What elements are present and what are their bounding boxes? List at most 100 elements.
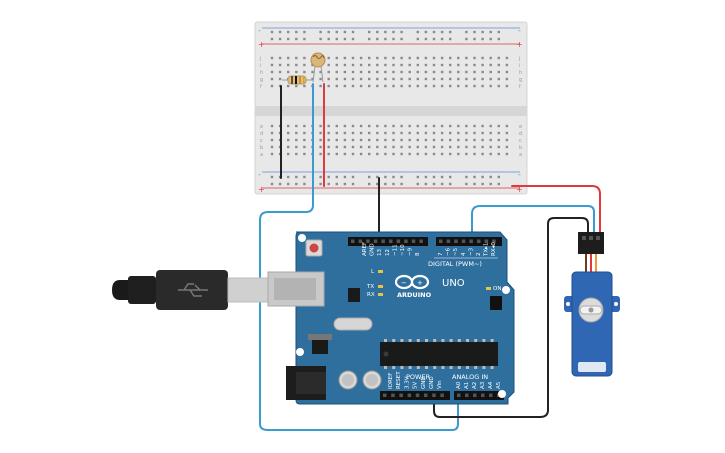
breadboard-hole[interactable] xyxy=(497,124,500,128)
breadboard-hole[interactable] xyxy=(392,56,395,60)
rail-hole[interactable] xyxy=(351,37,355,41)
breadboard-hole[interactable] xyxy=(408,77,411,81)
breadboard-hole[interactable] xyxy=(432,56,436,60)
breadboard-hole[interactable] xyxy=(368,138,371,142)
header-pin[interactable] xyxy=(381,239,385,244)
header-pin[interactable] xyxy=(404,239,408,244)
breadboard-hole[interactable] xyxy=(376,84,379,88)
breadboard-hole[interactable] xyxy=(400,152,403,156)
breadboard-hole[interactable] xyxy=(303,138,306,142)
breadboard-hole[interactable] xyxy=(343,138,347,142)
rail-hole[interactable] xyxy=(497,175,500,179)
breadboard-hole[interactable] xyxy=(457,131,460,135)
breadboard-hole[interactable] xyxy=(449,63,452,67)
breadboard-hole[interactable] xyxy=(327,131,330,135)
breadboard-hole[interactable] xyxy=(303,152,306,156)
header-pin[interactable] xyxy=(424,393,428,398)
breadboard-hole[interactable] xyxy=(432,63,436,67)
breadboard-hole[interactable] xyxy=(449,70,452,74)
rail-hole[interactable] xyxy=(392,182,395,186)
breadboard-hole[interactable] xyxy=(432,77,436,81)
breadboard-hole[interactable] xyxy=(343,152,347,156)
breadboard-hole[interactable] xyxy=(303,131,306,135)
servo-motor[interactable] xyxy=(564,232,620,377)
rail-hole[interactable] xyxy=(303,182,306,186)
breadboard-hole[interactable] xyxy=(287,145,290,149)
breadboard-hole[interactable] xyxy=(327,152,330,156)
breadboard-hole[interactable] xyxy=(481,77,484,81)
rail-hole[interactable] xyxy=(473,37,476,41)
breadboard-hole[interactable] xyxy=(400,138,403,142)
header-pin[interactable] xyxy=(396,239,401,244)
breadboard-hole[interactable] xyxy=(505,63,509,67)
breadboard-hole[interactable] xyxy=(473,131,476,135)
breadboard-hole[interactable] xyxy=(497,84,500,88)
header-pin[interactable] xyxy=(454,239,458,244)
breadboard-hole[interactable] xyxy=(505,152,509,156)
breadboard-hole[interactable] xyxy=(481,124,484,128)
breadboard-hole[interactable] xyxy=(497,152,500,156)
rail-hole[interactable] xyxy=(424,175,428,179)
rail-hole[interactable] xyxy=(424,30,428,34)
rail-hole[interactable] xyxy=(270,30,274,34)
breadboard-hole[interactable] xyxy=(295,145,298,149)
breadboard-hole[interactable] xyxy=(319,138,322,142)
breadboard-hole[interactable] xyxy=(351,131,355,135)
breadboard-hole[interactable] xyxy=(311,77,314,81)
breadboard-hole[interactable] xyxy=(384,124,387,128)
breadboard-hole[interactable] xyxy=(457,56,460,60)
rail-hole[interactable] xyxy=(351,182,355,186)
breadboard-hole[interactable] xyxy=(449,152,452,156)
arduino-uno[interactable]: DIGITAL (PWM~) − + ARDUINO UNO L TX RX O… xyxy=(267,231,515,405)
breadboard-hole[interactable] xyxy=(392,152,395,156)
breadboard-hole[interactable] xyxy=(335,138,338,142)
rail-hole[interactable] xyxy=(440,37,444,41)
rail-hole[interactable] xyxy=(449,37,452,41)
breadboard-hole[interactable] xyxy=(505,84,509,88)
breadboard-hole[interactable] xyxy=(295,152,298,156)
breadboard-hole[interactable] xyxy=(497,145,500,149)
breadboard-hole[interactable] xyxy=(359,77,363,81)
breadboard-hole[interactable] xyxy=(392,84,395,88)
breadboard-hole[interactable] xyxy=(270,124,274,128)
breadboard-hole[interactable] xyxy=(440,145,444,149)
breadboard-hole[interactable] xyxy=(319,131,322,135)
rail-hole[interactable] xyxy=(368,175,371,179)
breadboard-hole[interactable] xyxy=(384,138,387,142)
breadboard-hole[interactable] xyxy=(327,56,330,60)
rail-hole[interactable] xyxy=(384,182,387,186)
breadboard-hole[interactable] xyxy=(343,124,347,128)
breadboard-hole[interactable] xyxy=(449,84,452,88)
breadboard-hole[interactable] xyxy=(505,70,509,74)
rail-hole[interactable] xyxy=(392,30,395,34)
breadboard-hole[interactable] xyxy=(278,56,282,60)
rail-hole[interactable] xyxy=(295,30,298,34)
breadboard-hole[interactable] xyxy=(481,145,484,149)
breadboard-hole[interactable] xyxy=(465,70,468,74)
breadboard-hole[interactable] xyxy=(465,77,468,81)
breadboard-hole[interactable] xyxy=(343,131,347,135)
breadboard-hole[interactable] xyxy=(424,77,428,81)
rail-hole[interactable] xyxy=(473,182,476,186)
breadboard-hole[interactable] xyxy=(351,56,355,60)
rail-hole[interactable] xyxy=(343,182,347,186)
rail-hole[interactable] xyxy=(303,37,306,41)
breadboard-hole[interactable] xyxy=(505,145,509,149)
breadboard-hole[interactable] xyxy=(489,84,492,88)
header-pin[interactable] xyxy=(419,239,423,244)
breadboard-hole[interactable] xyxy=(424,138,428,142)
breadboard-hole[interactable] xyxy=(481,63,484,67)
rail-hole[interactable] xyxy=(432,30,436,34)
header-pin[interactable] xyxy=(477,239,481,244)
breadboard-hole[interactable] xyxy=(278,63,282,67)
rail-hole[interactable] xyxy=(295,182,298,186)
rail-hole[interactable] xyxy=(449,30,452,34)
breadboard-hole[interactable] xyxy=(359,124,363,128)
breadboard-hole[interactable] xyxy=(303,124,306,128)
breadboard-hole[interactable] xyxy=(303,56,306,60)
header-pin[interactable] xyxy=(366,239,370,244)
rail-hole[interactable] xyxy=(335,175,338,179)
rail-hole[interactable] xyxy=(465,175,468,179)
breadboard-hole[interactable] xyxy=(376,70,379,74)
header-pin[interactable] xyxy=(358,239,363,244)
